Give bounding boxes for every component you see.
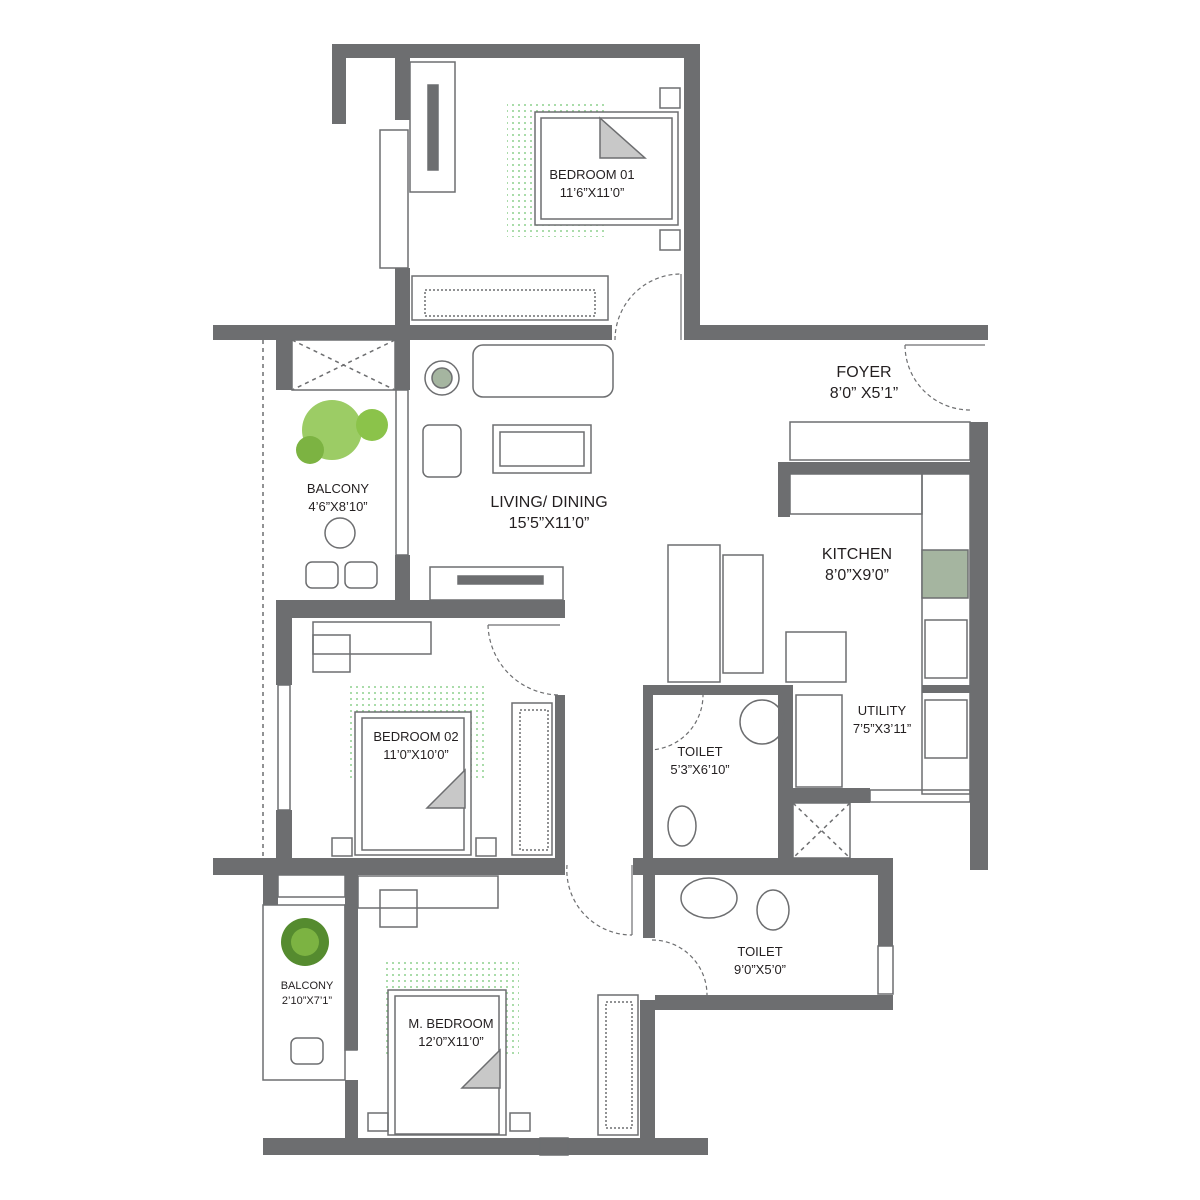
furniture (290, 61, 971, 1136)
windows (262, 129, 971, 1156)
doors (487, 273, 985, 996)
plants (281, 400, 388, 966)
walls (213, 44, 988, 1155)
